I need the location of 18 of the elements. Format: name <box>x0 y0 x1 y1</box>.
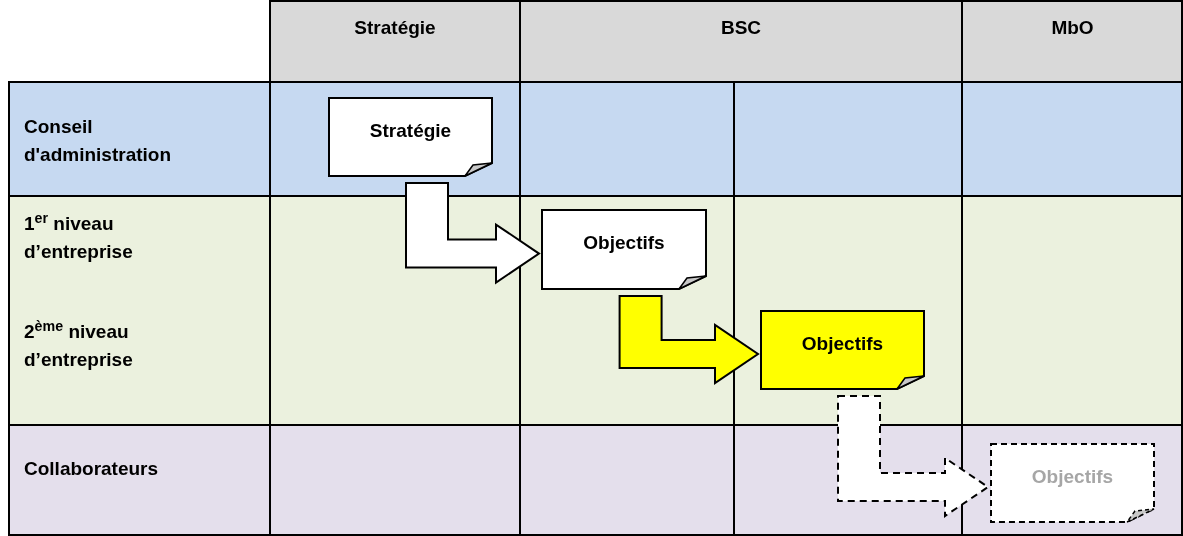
note-text: Stratégie <box>368 119 453 143</box>
note-text: Objectifs <box>1030 465 1115 489</box>
note-box <box>760 310 925 390</box>
row-header: Collaborateurs <box>24 457 160 481</box>
block-arrow <box>405 182 541 285</box>
row-header: Conseil d'administration <box>24 115 173 167</box>
block-arrow <box>618 295 760 385</box>
row-header: 2$^{ème}$ niveau d’entreprise <box>24 318 134 372</box>
column-header: MbO <box>1050 16 1095 40</box>
note-text: Objectifs <box>800 332 885 356</box>
row-header: 1$^{er}$ niveau d’entreprise <box>24 210 134 264</box>
note-box <box>541 209 707 290</box>
column-header: BSC <box>719 16 763 40</box>
note-box <box>328 97 493 177</box>
note-box <box>990 443 1155 523</box>
column-header: Stratégie <box>353 16 437 40</box>
note-text: Objectifs <box>582 231 666 255</box>
block-arrow <box>837 395 990 518</box>
